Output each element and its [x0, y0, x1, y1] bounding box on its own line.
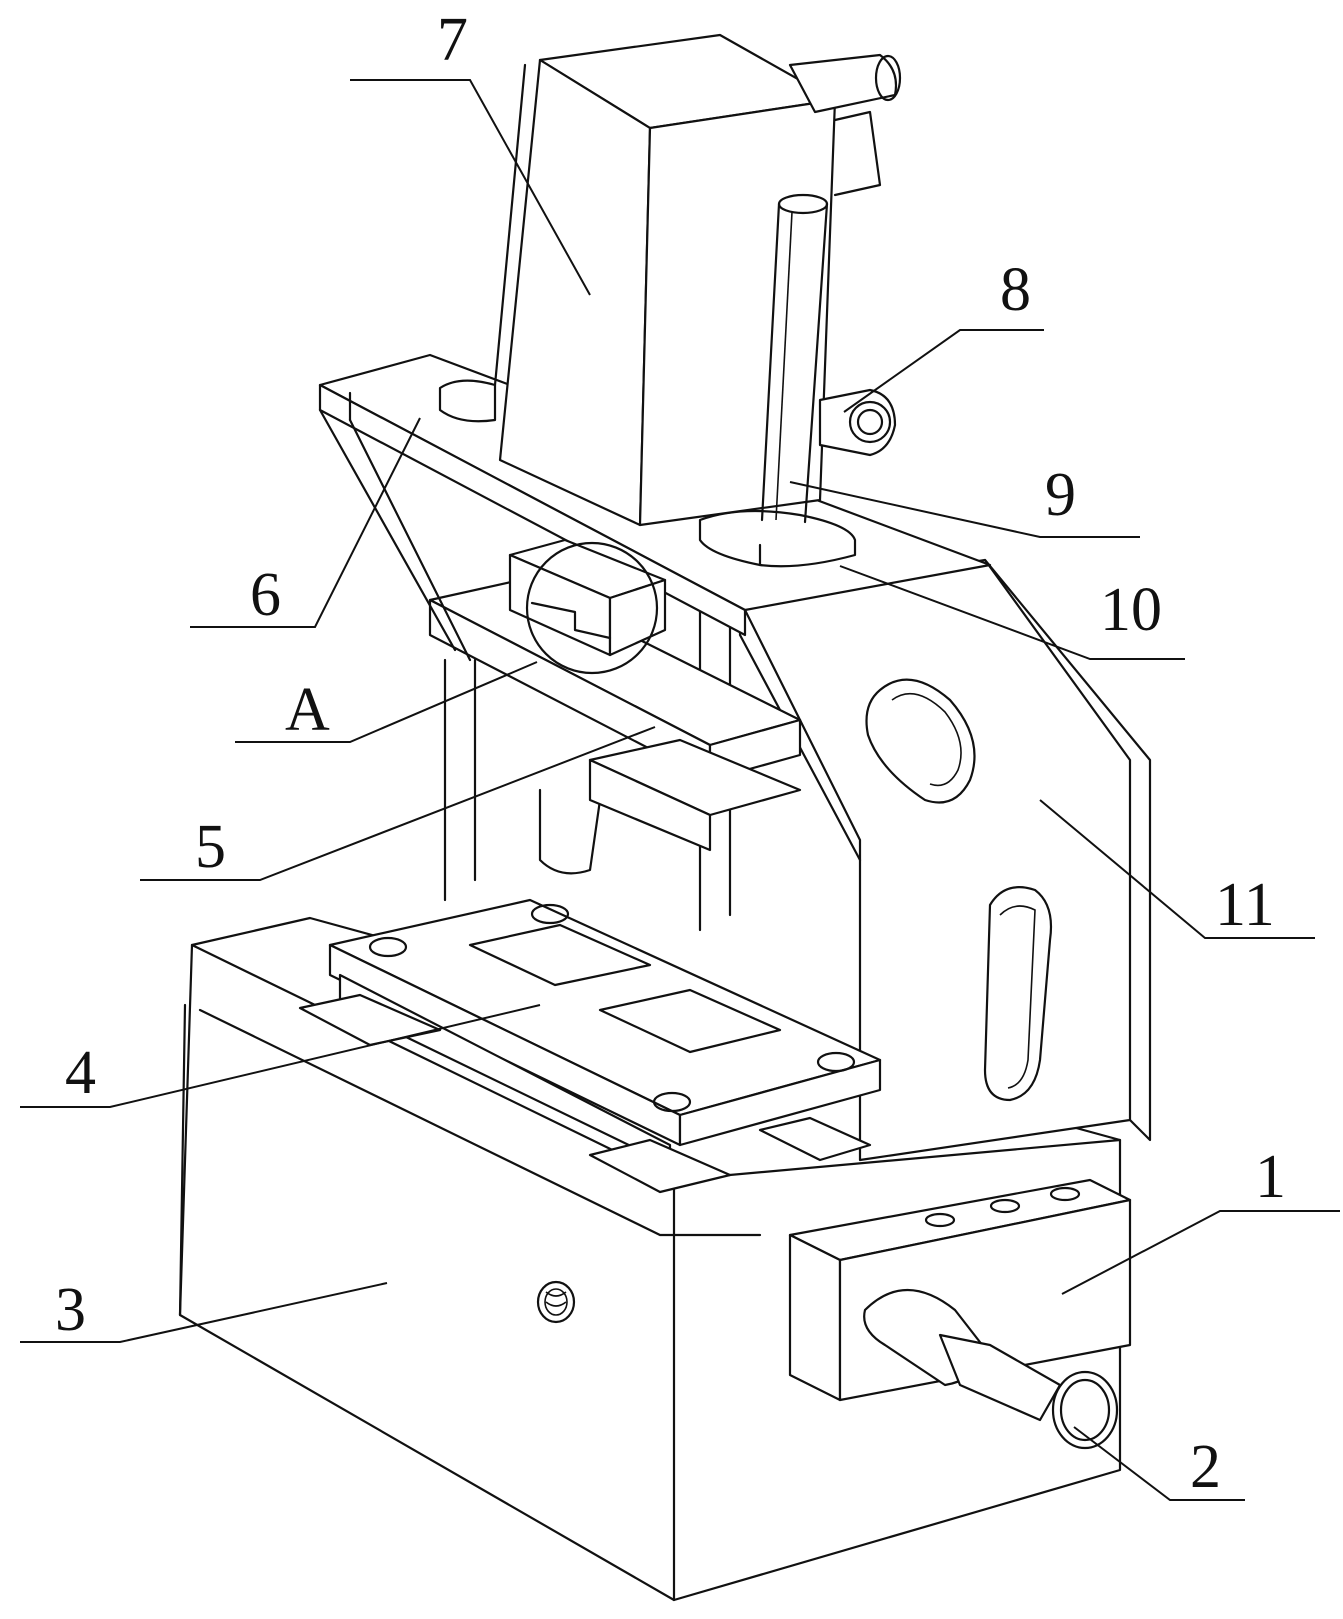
label-4: 4 — [65, 1039, 96, 1107]
post — [760, 193, 829, 524]
label-10: 10 — [1100, 576, 1162, 644]
label-5: 5 — [195, 813, 226, 881]
label-11: 11 — [1215, 871, 1275, 939]
handle — [863, 1289, 1119, 1450]
leader-lines — [20, 79, 1340, 1501]
side-bracket — [738, 558, 1152, 1162]
labels: 7 8 9 6 10 A 5 11 4 1 3 2 — [55, 6, 1286, 1501]
label-1: 1 — [1255, 1143, 1286, 1211]
label-3: 3 — [55, 1276, 86, 1344]
label-9: 9 — [1045, 461, 1076, 529]
motor-body — [493, 33, 902, 527]
label-8: 8 — [1000, 256, 1031, 324]
label-A: A — [285, 676, 330, 744]
middle-plate — [428, 578, 802, 852]
label-7: 7 — [437, 6, 468, 74]
lower-die-plate — [298, 898, 882, 1194]
lever — [818, 388, 897, 457]
label-2: 2 — [1190, 1433, 1221, 1501]
label-6: 6 — [250, 561, 281, 629]
